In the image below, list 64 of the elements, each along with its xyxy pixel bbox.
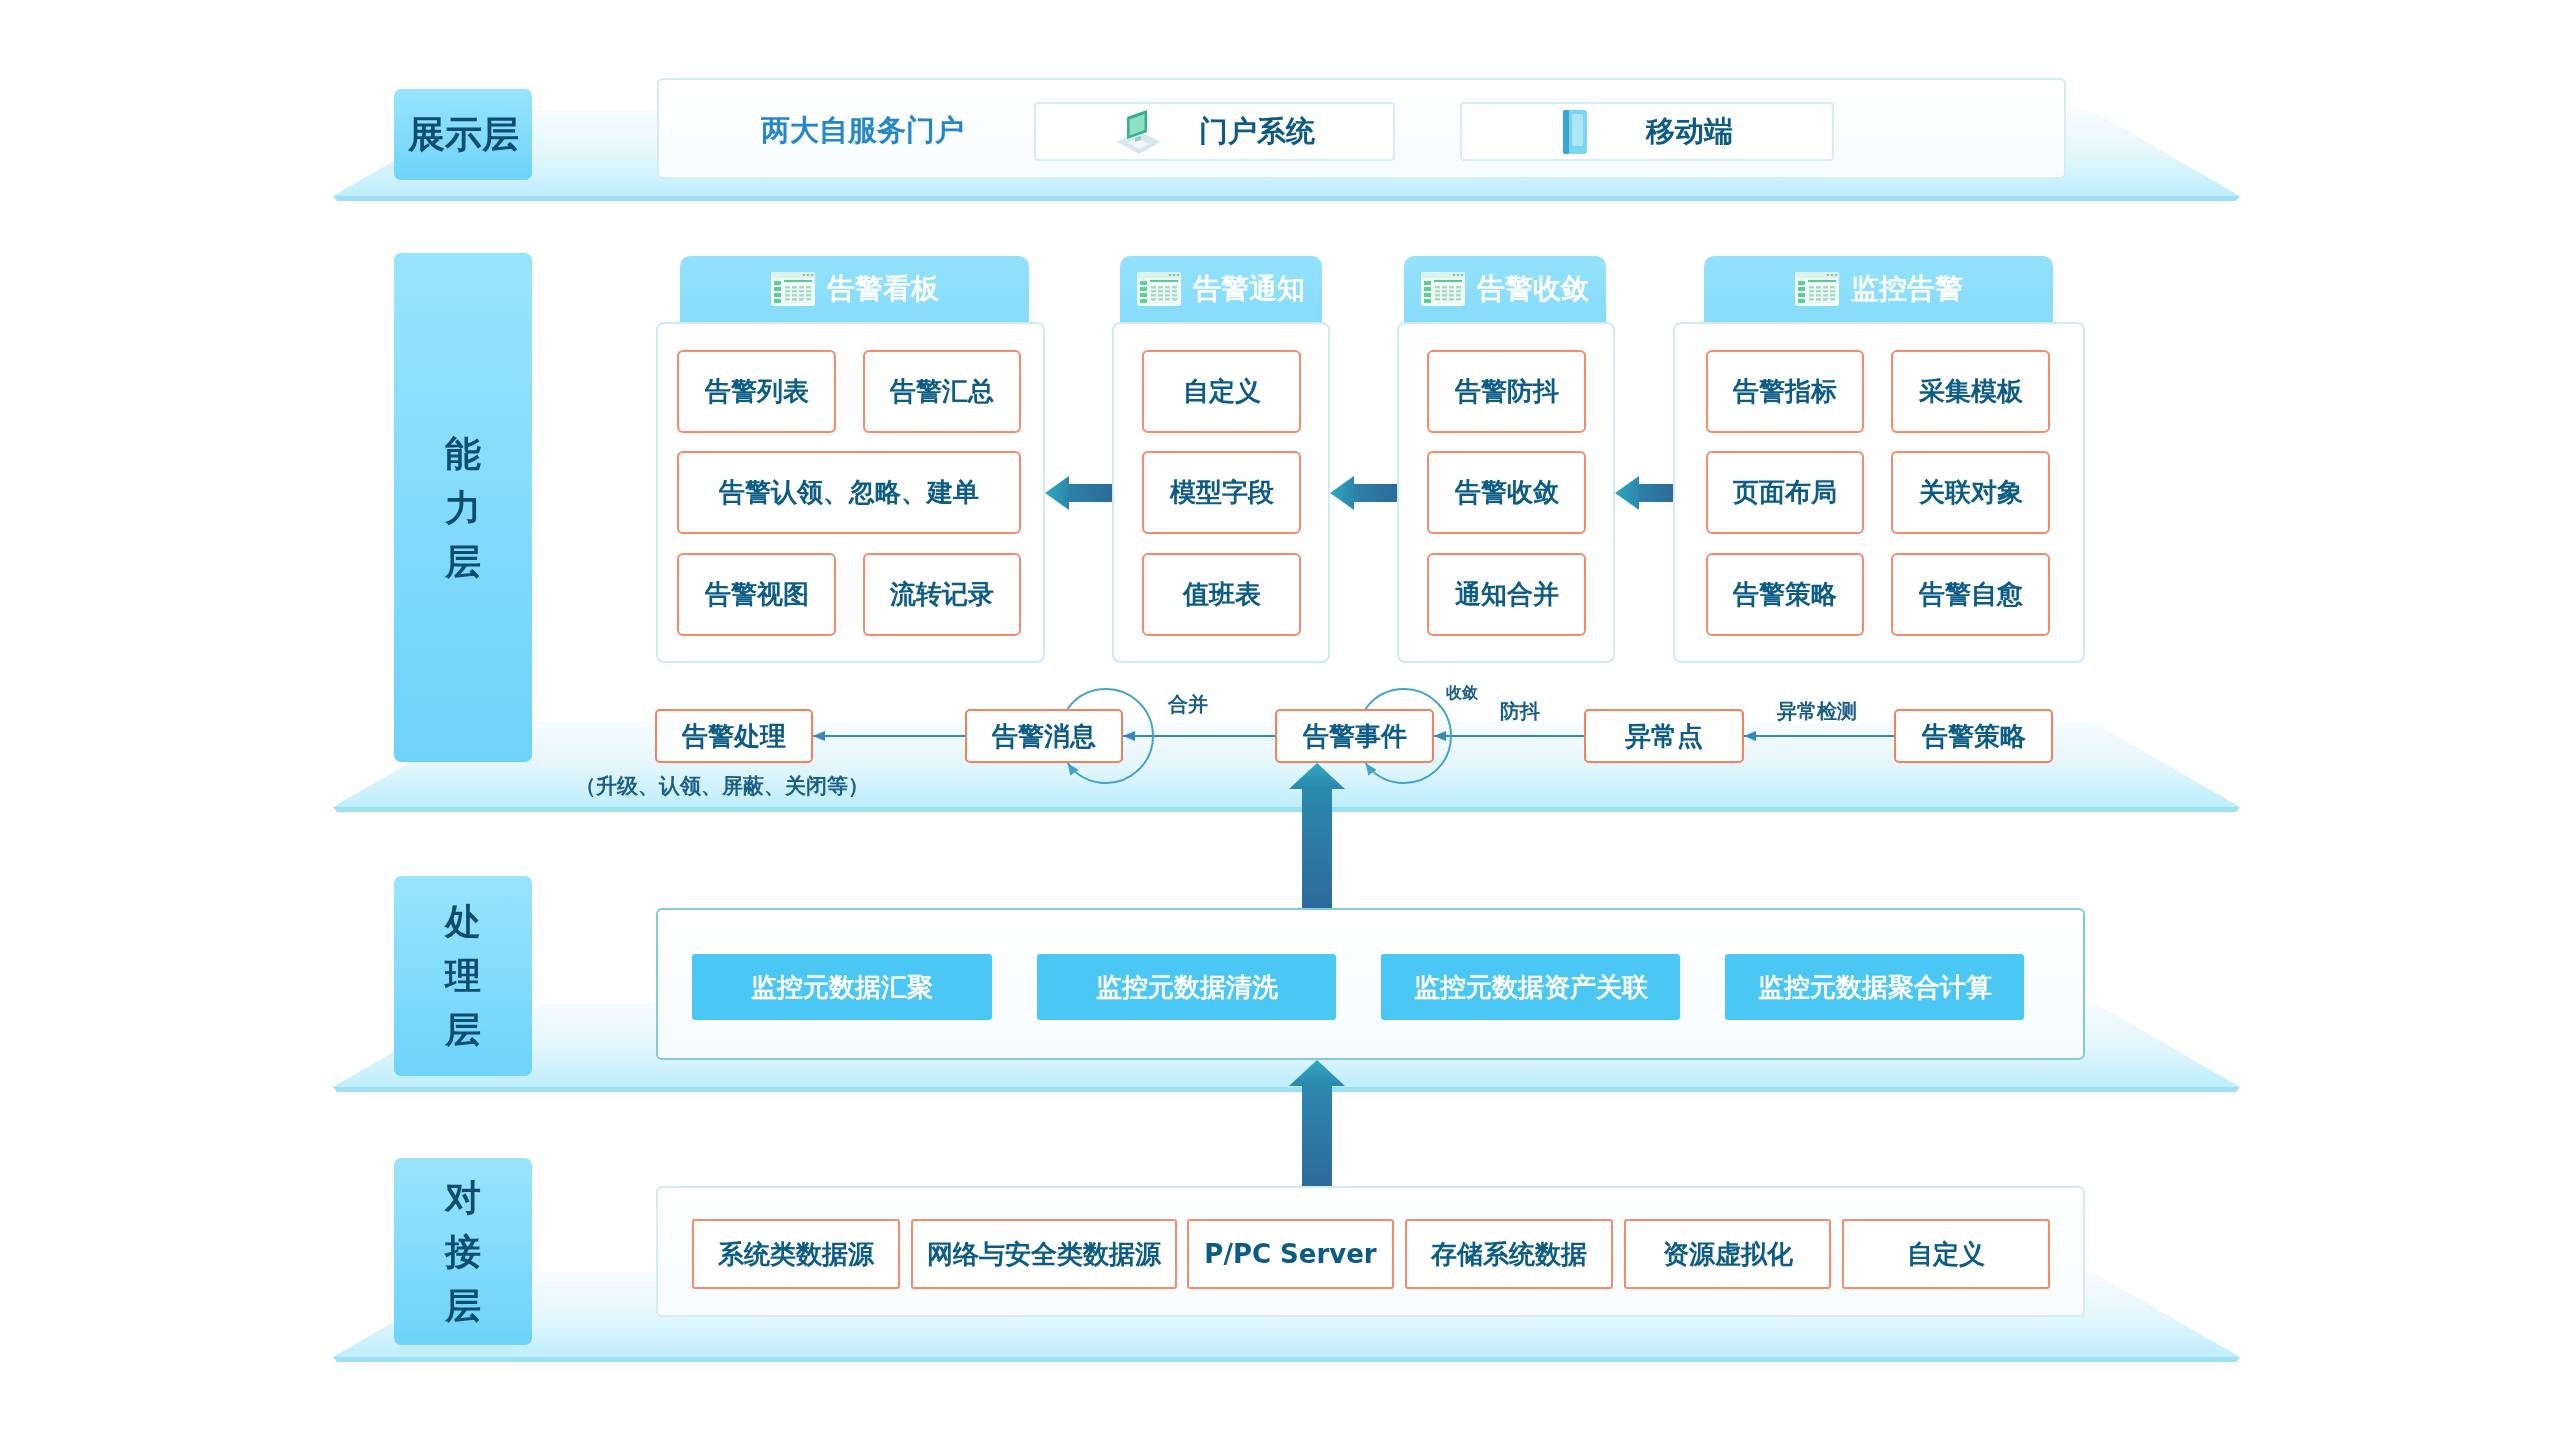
process-box: 监控元数据汇聚 <box>692 954 992 1020</box>
feature-box: 告警自愈 <box>1891 553 2050 636</box>
step-box: 告警事件 <box>1275 709 1434 763</box>
process-box: 监控元数据聚合计算 <box>1725 954 2024 1020</box>
arrow <box>1433 731 1585 741</box>
feature-box: 模型字段 <box>1142 451 1301 534</box>
panel <box>656 1186 2085 1317</box>
source-box: P/PC Server <box>1187 1219 1394 1289</box>
portal-label: 门户系统 <box>1198 112 1315 150</box>
edge-label: 收敛 <box>1443 682 1481 704</box>
layer-label: 能力层 <box>394 253 532 762</box>
group-title: 告警通知 <box>1193 271 1305 307</box>
feature-box: 通知合并 <box>1427 553 1586 636</box>
arrow <box>1743 731 1895 741</box>
loop-arrow <box>1364 688 1452 784</box>
portal-label: 移动端 <box>1645 112 1733 150</box>
feature-box: 告警列表 <box>677 350 836 433</box>
feature-box: 值班表 <box>1142 553 1301 636</box>
feature-box: 采集模板 <box>1891 350 2050 433</box>
step-box: 异常点 <box>1584 709 1744 763</box>
edge-label: 合并 <box>1165 690 1211 718</box>
feature-box: 告警认领、忽略、建单 <box>677 451 1021 534</box>
feature-box: 告警防抖 <box>1427 350 1586 433</box>
step-box: 告警策略 <box>1894 709 2053 763</box>
feature-box: 页面布局 <box>1706 451 1864 534</box>
feature-box: 告警汇总 <box>863 350 1021 433</box>
group-title: 监控告警 <box>1850 271 1963 307</box>
group-title: 告警看板 <box>826 271 939 307</box>
layer-label: 处理层 <box>394 876 532 1076</box>
layer-label: 对接层 <box>394 1158 532 1345</box>
source-box: 网络与安全类数据源 <box>911 1219 1177 1289</box>
step-box: 告警处理 <box>655 709 813 763</box>
portal-box <box>1460 102 1834 161</box>
panel <box>656 908 2085 1060</box>
feature-box: 告警策略 <box>1706 553 1864 636</box>
block-arrow <box>1045 476 1112 510</box>
feature-box: 关联对象 <box>1891 451 2050 534</box>
block-arrow <box>1289 763 1345 908</box>
process-box: 监控元数据清洗 <box>1037 954 1336 1020</box>
panel <box>657 78 2066 179</box>
source-box: 系统类数据源 <box>692 1219 900 1289</box>
group-title: 告警收敛 <box>1477 271 1589 307</box>
feature-box: 流转记录 <box>863 553 1021 636</box>
arrow <box>812 731 966 741</box>
block-arrow <box>1289 1060 1345 1186</box>
feature-box: 告警指标 <box>1706 350 1864 433</box>
step-box: 告警消息 <box>965 709 1123 763</box>
source-box: 资源虚拟化 <box>1624 1219 1831 1289</box>
node-note: （升级、认领、屏蔽、关闭等） <box>575 773 869 800</box>
portal-box <box>1034 102 1395 161</box>
edge-label: 防抖 <box>1497 697 1543 725</box>
source-box: 存储系统数据 <box>1405 1219 1613 1289</box>
layer-label: 展示层 <box>394 89 532 180</box>
block-arrow <box>1330 476 1397 510</box>
edge-label: 异常检测 <box>1774 697 1860 725</box>
source-box: 自定义 <box>1842 1219 2050 1289</box>
feature-box: 告警收敛 <box>1427 451 1586 534</box>
feature-box: 告警视图 <box>677 553 836 636</box>
loop-arrow <box>1066 688 1154 784</box>
arrow <box>1122 731 1276 741</box>
feature-box: 自定义 <box>1142 350 1301 433</box>
panel-heading: 两大自服务门户 <box>760 112 964 149</box>
block-arrow <box>1615 476 1673 510</box>
process-box: 监控元数据资产关联 <box>1381 954 1680 1020</box>
